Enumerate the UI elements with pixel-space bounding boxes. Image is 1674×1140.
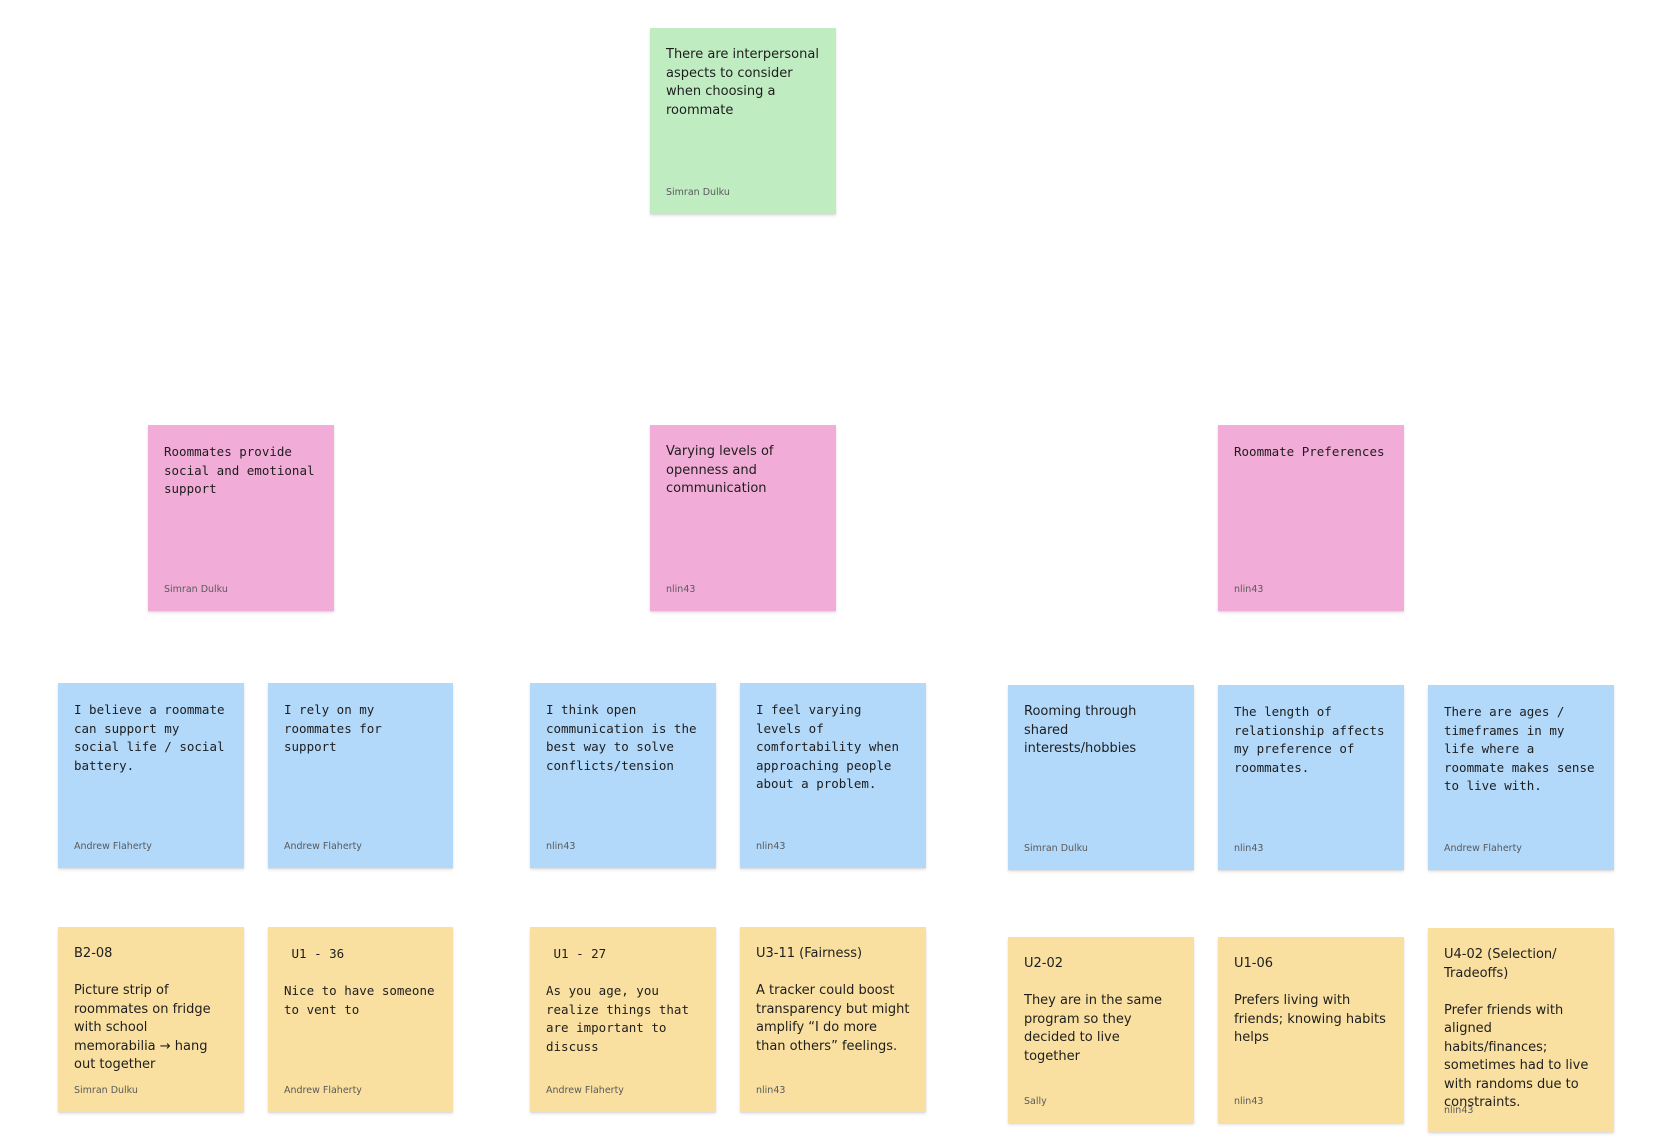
sticky-note-text: U2-02 They are in the same program so th… bbox=[1024, 956, 1163, 1064]
sticky-note-author: Andrew Flaherty bbox=[546, 1085, 624, 1096]
sticky-note-author: Simran Dulku bbox=[74, 1085, 138, 1096]
observation-u3-11-sticky-note[interactable]: U3-11 (Fairness) A tracker could boost t… bbox=[740, 927, 926, 1112]
sticky-note-text: Roommate Preferences bbox=[1234, 444, 1385, 459]
sticky-note-text: U1 - 27 As you age, you realize things t… bbox=[546, 946, 689, 1054]
sticky-note-author: Simran Dulku bbox=[1024, 843, 1088, 854]
sticky-note-text: There are ages / timeframes in my life w… bbox=[1444, 704, 1603, 793]
sticky-note-author: nlin43 bbox=[756, 841, 786, 852]
sticky-note-author: Andrew Flaherty bbox=[284, 841, 362, 852]
insight-ages-timeframes-sticky-note[interactable]: There are ages / timeframes in my life w… bbox=[1428, 685, 1614, 870]
observation-b2-08-sticky-note[interactable]: B2-08 Picture strip of roommates on frid… bbox=[58, 927, 244, 1112]
sticky-note-text: Rooming through shared interests/hobbies bbox=[1024, 704, 1141, 756]
root-sticky-note[interactable]: There are interpersonal aspects to consi… bbox=[650, 28, 836, 214]
sticky-note-author: nlin43 bbox=[1234, 584, 1264, 595]
theme-preferences-sticky-note[interactable]: Roommate Preferences nlin43 bbox=[1218, 425, 1404, 611]
sticky-note-author: Andrew Flaherty bbox=[1444, 843, 1522, 854]
sticky-note-text: U3-11 (Fairness) A tracker could boost t… bbox=[756, 946, 910, 1054]
sticky-note-author: nlin43 bbox=[1234, 1096, 1264, 1107]
sticky-note-author: Simran Dulku bbox=[666, 187, 730, 198]
sticky-note-text: U1 - 36 Nice to have someone to vent to bbox=[284, 946, 435, 1017]
observation-u1-36-sticky-note[interactable]: U1 - 36 Nice to have someone to vent to … bbox=[268, 927, 453, 1112]
sticky-note-text: I feel varying levels of comfortability … bbox=[756, 702, 907, 791]
observation-u1-06-sticky-note[interactable]: U1-06 Prefers living with friends; knowi… bbox=[1218, 937, 1404, 1123]
sticky-note-text: Varying levels of openness and communica… bbox=[666, 444, 778, 496]
sticky-note-author: Simran Dulku bbox=[164, 584, 228, 595]
sticky-note-text: B2-08 Picture strip of roommates on frid… bbox=[74, 946, 211, 1072]
sticky-note-text: I rely on my roommates for support bbox=[284, 702, 390, 754]
sticky-note-text: There are interpersonal aspects to consi… bbox=[666, 47, 824, 118]
sticky-note-author: Sally bbox=[1024, 1096, 1047, 1107]
sticky-note-text: I believe a roommate can support my soci… bbox=[74, 702, 233, 773]
sticky-note-text: The length of relationship affects my pr… bbox=[1234, 704, 1393, 775]
sticky-note-author: nlin43 bbox=[546, 841, 576, 852]
insight-rely-support-sticky-note[interactable]: I rely on my roommates for support Andre… bbox=[268, 683, 453, 868]
insight-comfortability-sticky-note[interactable]: I feel varying levels of comfortability … bbox=[740, 683, 926, 868]
observation-u4-02-sticky-note[interactable]: U4-02 (Selection/ Tradeoffs) Prefer frie… bbox=[1428, 928, 1614, 1132]
sticky-note-text: I think open communication is the best w… bbox=[546, 702, 705, 773]
theme-openness-sticky-note[interactable]: Varying levels of openness and communica… bbox=[650, 425, 836, 611]
insight-shared-interests-sticky-note[interactable]: Rooming through shared interests/hobbies… bbox=[1008, 685, 1194, 870]
sticky-note-text: U1-06 Prefers living with friends; knowi… bbox=[1234, 956, 1386, 1045]
sticky-note-text: U4-02 (Selection/ Tradeoffs) Prefer frie… bbox=[1444, 947, 1589, 1110]
sticky-note-text: Roommates provide social and emotional s… bbox=[164, 444, 323, 496]
insight-social-battery-sticky-note[interactable]: I believe a roommate can support my soci… bbox=[58, 683, 244, 868]
sticky-note-author: nlin43 bbox=[1444, 1105, 1474, 1116]
sticky-note-author: nlin43 bbox=[666, 584, 696, 595]
theme-support-sticky-note[interactable]: Roommates provide social and emotional s… bbox=[148, 425, 334, 611]
sticky-note-author: nlin43 bbox=[756, 1085, 786, 1096]
sticky-note-author: Andrew Flaherty bbox=[284, 1085, 362, 1096]
sticky-note-author: Andrew Flaherty bbox=[74, 841, 152, 852]
observation-u1-27-sticky-note[interactable]: U1 - 27 As you age, you realize things t… bbox=[530, 927, 716, 1112]
insight-relationship-length-sticky-note[interactable]: The length of relationship affects my pr… bbox=[1218, 685, 1404, 870]
observation-u2-02-sticky-note[interactable]: U2-02 They are in the same program so th… bbox=[1008, 937, 1194, 1123]
sticky-note-author: nlin43 bbox=[1234, 843, 1264, 854]
insight-open-communication-sticky-note[interactable]: I think open communication is the best w… bbox=[530, 683, 716, 868]
